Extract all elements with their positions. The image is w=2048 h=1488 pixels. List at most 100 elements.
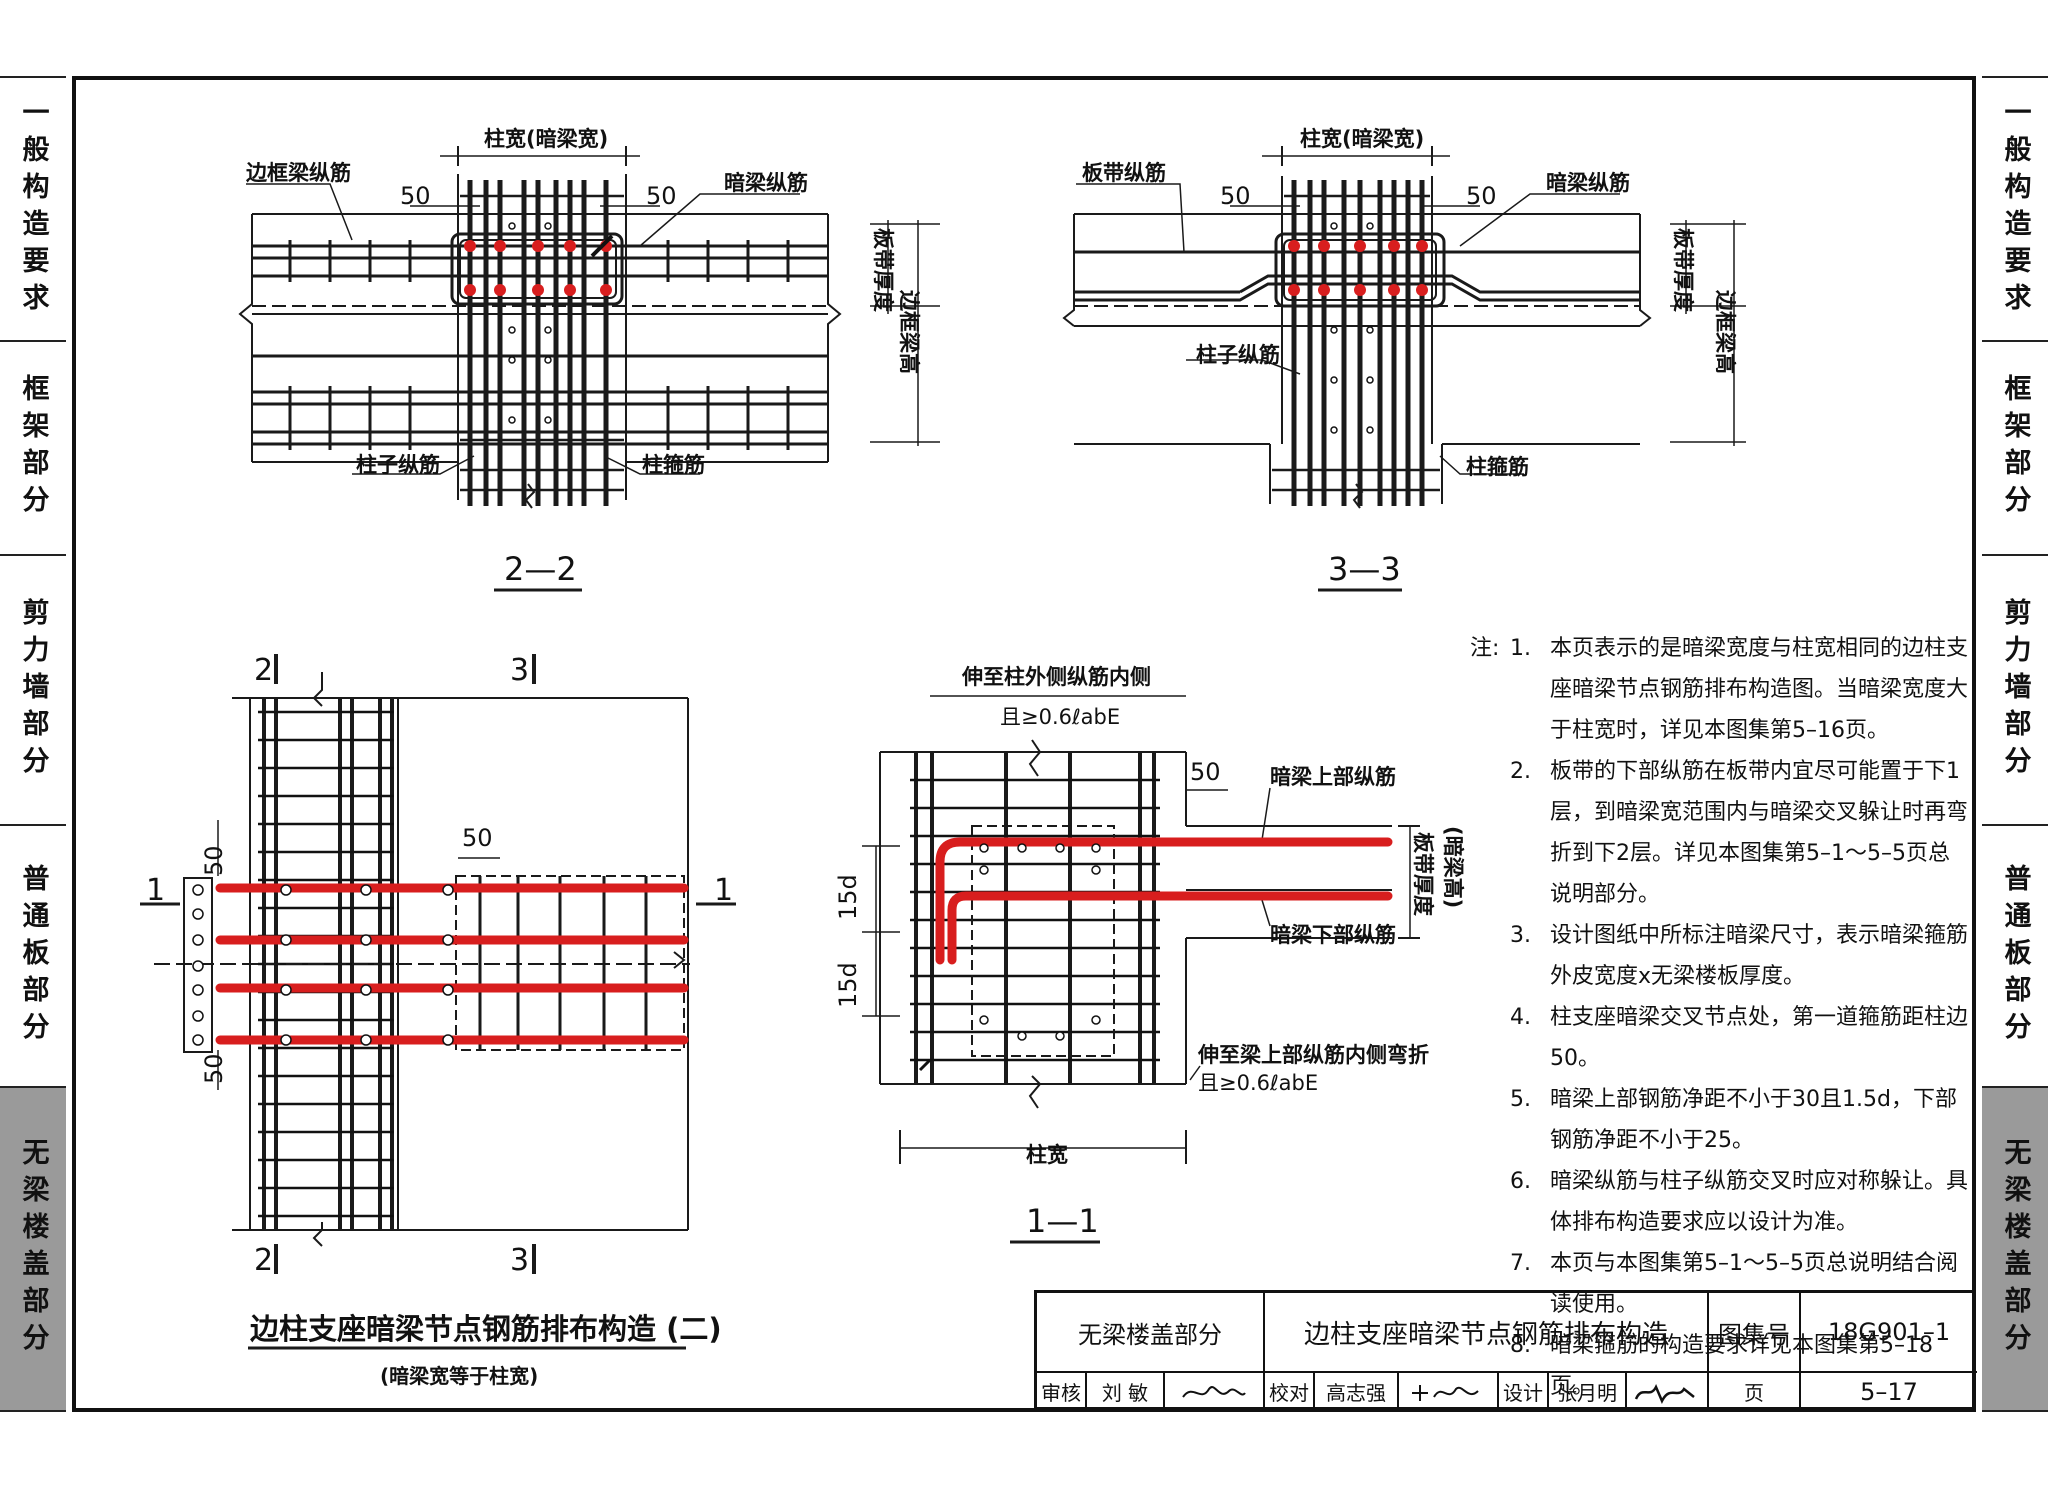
note-text: 暗梁箍筋的构造要求详见本图集第5–18页。 [1550,1333,1933,1399]
tb-atlas-no: 18G901–1 [1801,1293,1977,1373]
sec22-edge-beam-bar-label: 边框梁纵筋 [246,161,351,185]
bar-dot [442,884,454,896]
notes-block: 注: 1.本页表示的是暗梁宽度与柱宽相同的边柱支座暗梁节点钢筋排布构造图。当暗梁… [1470,628,1970,1407]
rebar-dot [1318,284,1330,296]
side-tab-shear-wall-right[interactable]: 剪力墙部分 [1982,556,2048,826]
bar-dot [442,1034,454,1046]
bar-dot [1017,843,1027,853]
sec33-slab-thickness-label: 板带厚度 [1671,228,1695,312]
sec11-dim-15d-bottom: 15d [834,962,862,1008]
plan-cut-2-bottom: 2 [254,1243,273,1278]
section-3-3-bar-dots [1288,222,1428,434]
rebar-dot [494,284,506,296]
side-tab-slab[interactable]: 普通板部分 [0,826,66,1088]
bar-dot [508,326,516,334]
bar-dot [979,843,989,853]
sec33-strip-bar-label: 板带纵筋 [1082,161,1166,185]
notes-heading: 注: [1470,636,1500,661]
note-text: 设计图纸中所标注暗梁尺寸，表示暗梁箍筋外皮宽度x无梁楼板厚度。 [1550,923,1969,989]
tb-page-label: 页 [1709,1373,1801,1410]
section-2-2 [238,146,940,592]
plate-dot [192,1034,204,1046]
bar-dot [280,1034,292,1046]
bar-dot [1366,222,1374,230]
hook-mark [590,234,614,258]
sec11-dim-15d-top: 15d [834,874,862,920]
plan-cut-1-right: 1 [714,873,733,908]
plan-cut-1-left: 1 [146,873,165,908]
tb-reviewer-signature [1165,1373,1265,1410]
bar-dot [1091,865,1101,875]
sec22-hidden-beam-bar-label: 暗梁纵筋 [724,171,808,195]
note-text: 板带的下部纵筋在板带内宜尽可能置于下1层，到暗梁宽范围内与暗梁交叉躲让时再弯折到… [1550,759,1969,907]
bar-dot [544,356,552,364]
bar-dot [1330,426,1338,434]
bar-dot [280,934,292,946]
bar-dot [1366,376,1374,384]
section-1-1-red-bars [935,837,1393,965]
plate-dot [192,960,204,972]
note-item: 4.柱支座暗梁交叉节点处，第一道箍筋距柱边50。 [1510,1005,1969,1071]
bar-dot [360,884,372,896]
sec33-width-label: 柱宽(暗梁宽) [1300,127,1424,151]
note-text: 柱支座暗梁交叉节点处，第一道箍筋距柱边50。 [1550,1005,1969,1071]
sec11-slab-thickness-label: 板带厚度 [1411,832,1435,916]
notes-list: 1.本页表示的是暗梁宽度与柱宽相同的边柱支座暗梁节点钢筋排布构造图。当暗梁宽度大… [1470,628,1970,1407]
tb-atlas-label: 图集号 [1709,1293,1801,1373]
signature-icon [1634,1383,1695,1404]
plan-cut-3-bottom: 3 [510,1243,529,1278]
side-tab-general[interactable]: 一般构造要求 [0,76,66,342]
plan-dim-50-left-top: 50 [200,845,228,876]
bar-dot [360,1034,372,1046]
tb-check-label: 校对 [1265,1373,1315,1410]
bar-dot [1091,1015,1101,1025]
side-tab-flat-slab[interactable]: 无梁楼盖部分 [0,1088,66,1412]
rebar-dot [1354,284,1366,296]
tb-checker-signature [1399,1373,1499,1410]
note-text: 暗梁纵筋与柱子纵筋交叉时应对称躲让。具体排布构造要求应以设计为准。 [1550,1169,1969,1235]
sec11-extend-label: 伸至柱外侧纵筋内侧 [961,665,1151,689]
tb-review-label: 审核 [1037,1373,1087,1410]
rebar-dot [600,284,612,296]
sec22-caption: 2—2 [504,550,577,588]
tb-category: 无梁楼盖部分 [1037,1293,1265,1373]
rebar-dot [532,284,544,296]
signature-icon [1182,1385,1246,1398]
tb-design-label: 设计 [1499,1373,1549,1410]
side-tab-slab-right[interactable]: 普通板部分 [1982,826,2048,1088]
note-item: 8.暗梁箍筋的构造要求详见本图集第5–18页。 [1510,1333,1933,1399]
sec33-column-stirrup-label: 柱箍筋 [1466,455,1529,479]
bar-dot [1055,843,1065,853]
rebar-dot [1288,284,1300,296]
side-tab-flat-slab-right[interactable]: 无梁楼盖部分 [1982,1088,2048,1412]
bar-dot [979,1015,989,1025]
rebar-dot [532,240,544,252]
bar-dot [442,984,454,996]
bar-dot [1330,222,1338,230]
tie-hook [918,1058,932,1072]
plan-cut-3-top: 3 [510,653,529,688]
side-tab-frame-right[interactable]: 框架部分 [1982,342,2048,556]
section-2-2-bar-dots [464,222,614,424]
note-item: 3.设计图纸中所标注暗梁尺寸，表示暗梁箍筋外皮宽度x无梁楼板厚度。 [1510,923,1969,989]
plate-dot [192,908,204,920]
sec22-width-label: 柱宽(暗梁宽) [484,127,608,151]
tb-reviewer: 刘 敏 [1087,1373,1165,1410]
sec11-anchor-top: 且≥0.6ℓabE [1000,705,1120,729]
side-tab-shear-wall[interactable]: 剪力墙部分 [0,556,66,826]
tb-designer-signature [1627,1373,1709,1410]
plate-dot [192,984,204,996]
rebar-dot [564,284,576,296]
tb-designer: 张月明 [1549,1373,1627,1410]
rebar-dot [1354,240,1366,252]
sec33-dim-50-left: 50 [1220,182,1251,210]
plan-view [140,654,736,1274]
note-text: 本页表示的是暗梁宽度与柱宽相同的边柱支座暗梁节点钢筋排布构造图。当暗梁宽度大于柱… [1550,636,1969,743]
side-tab-frame[interactable]: 框架部分 [0,342,66,556]
note-text: 暗梁上部钢筋净距不小于30且1.5d，下部钢筋净距不小于25。 [1550,1087,1957,1153]
side-tab-general-right[interactable]: 一般构造要求 [1982,76,2048,342]
bar-dot [508,222,516,230]
rebar-dot [1388,240,1400,252]
title-block: 无梁楼盖部分 边柱支座暗梁节点钢筋排布构造 图集号 18G901–1 审核 刘 … [1034,1290,1977,1410]
sec11-beam-height-label: (暗梁高) [1441,826,1465,908]
